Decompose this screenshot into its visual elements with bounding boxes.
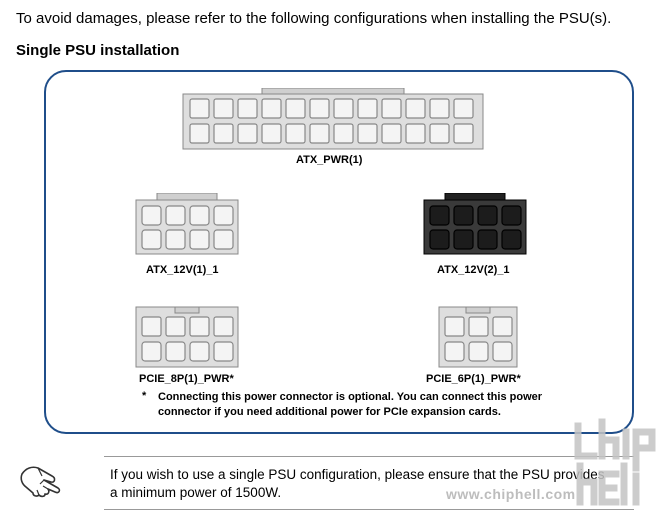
note-marker: * xyxy=(142,390,147,402)
atx-12v-2-connector xyxy=(423,193,527,255)
watermark-url: www.chiphell.com xyxy=(446,486,576,502)
tip-bottom-rule xyxy=(104,509,634,510)
atx-pwr-connector xyxy=(182,88,484,150)
atx-12v-1-connector xyxy=(135,193,239,255)
pcie-8p-label: PCIE_8P(1)_PWR* xyxy=(139,373,234,385)
atx-pwr-label: ATX_PWR(1) xyxy=(296,154,363,166)
atx-12v-2-label: ATX_12V(2)_1 xyxy=(437,264,510,276)
tip-top-rule xyxy=(104,456,634,457)
intro-text: To avoid damages, please refer to the fo… xyxy=(16,10,612,27)
pcie-6p-label: PCIE_6P(1)_PWR* xyxy=(426,373,521,385)
chiphell-logo xyxy=(574,418,656,506)
tip-text: If you wish to use a single PSU configur… xyxy=(110,467,605,500)
pcie-6p-connector xyxy=(438,306,518,368)
pointing-hand-icon xyxy=(20,466,61,498)
pcie-8p-connector xyxy=(135,306,239,368)
atx-12v-1-label: ATX_12V(1)_1 xyxy=(146,264,219,276)
note-text: Connecting this power connector is optio… xyxy=(158,391,543,418)
section-title: Single PSU installation xyxy=(16,42,180,59)
